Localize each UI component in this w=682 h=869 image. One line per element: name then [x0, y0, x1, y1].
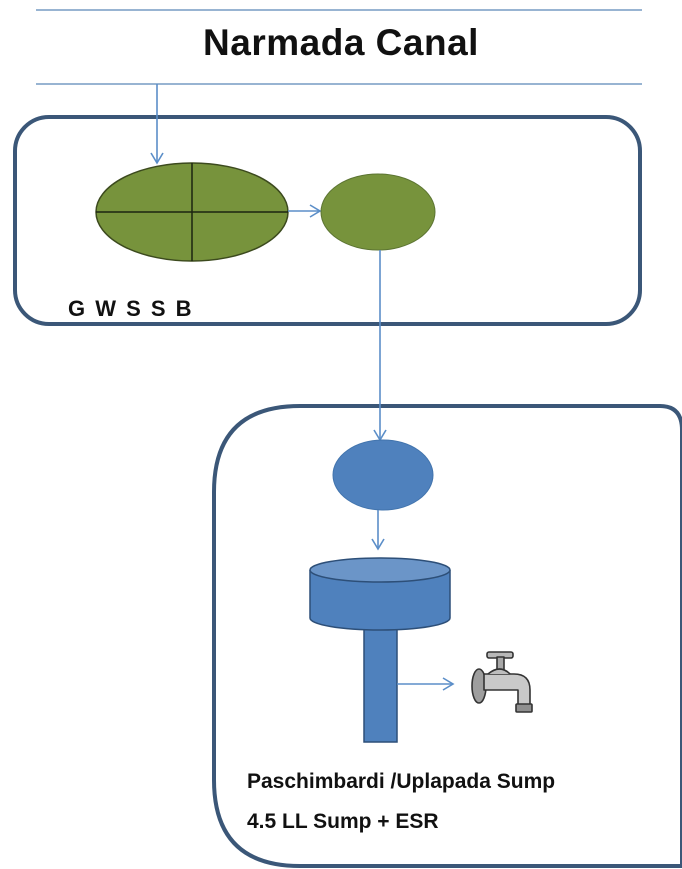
- treatment-plant-shape: [95, 162, 289, 262]
- destination-label-line2: 4.5 LL Sump + ESR: [247, 810, 439, 833]
- destination-label-line1: Paschimbardi /Uplapada Sump: [247, 770, 556, 793]
- diagram-title: Narmada Canal: [203, 22, 479, 63]
- destination-frame: [212, 404, 682, 868]
- green-reservoir-shape: [320, 173, 436, 251]
- source-frame: [13, 115, 642, 326]
- esr-tank-shape: [309, 557, 451, 743]
- source-label: G W S S B: [68, 296, 194, 321]
- tap-faucet-icon: [471, 651, 533, 713]
- blue-sump-shape: [332, 439, 434, 511]
